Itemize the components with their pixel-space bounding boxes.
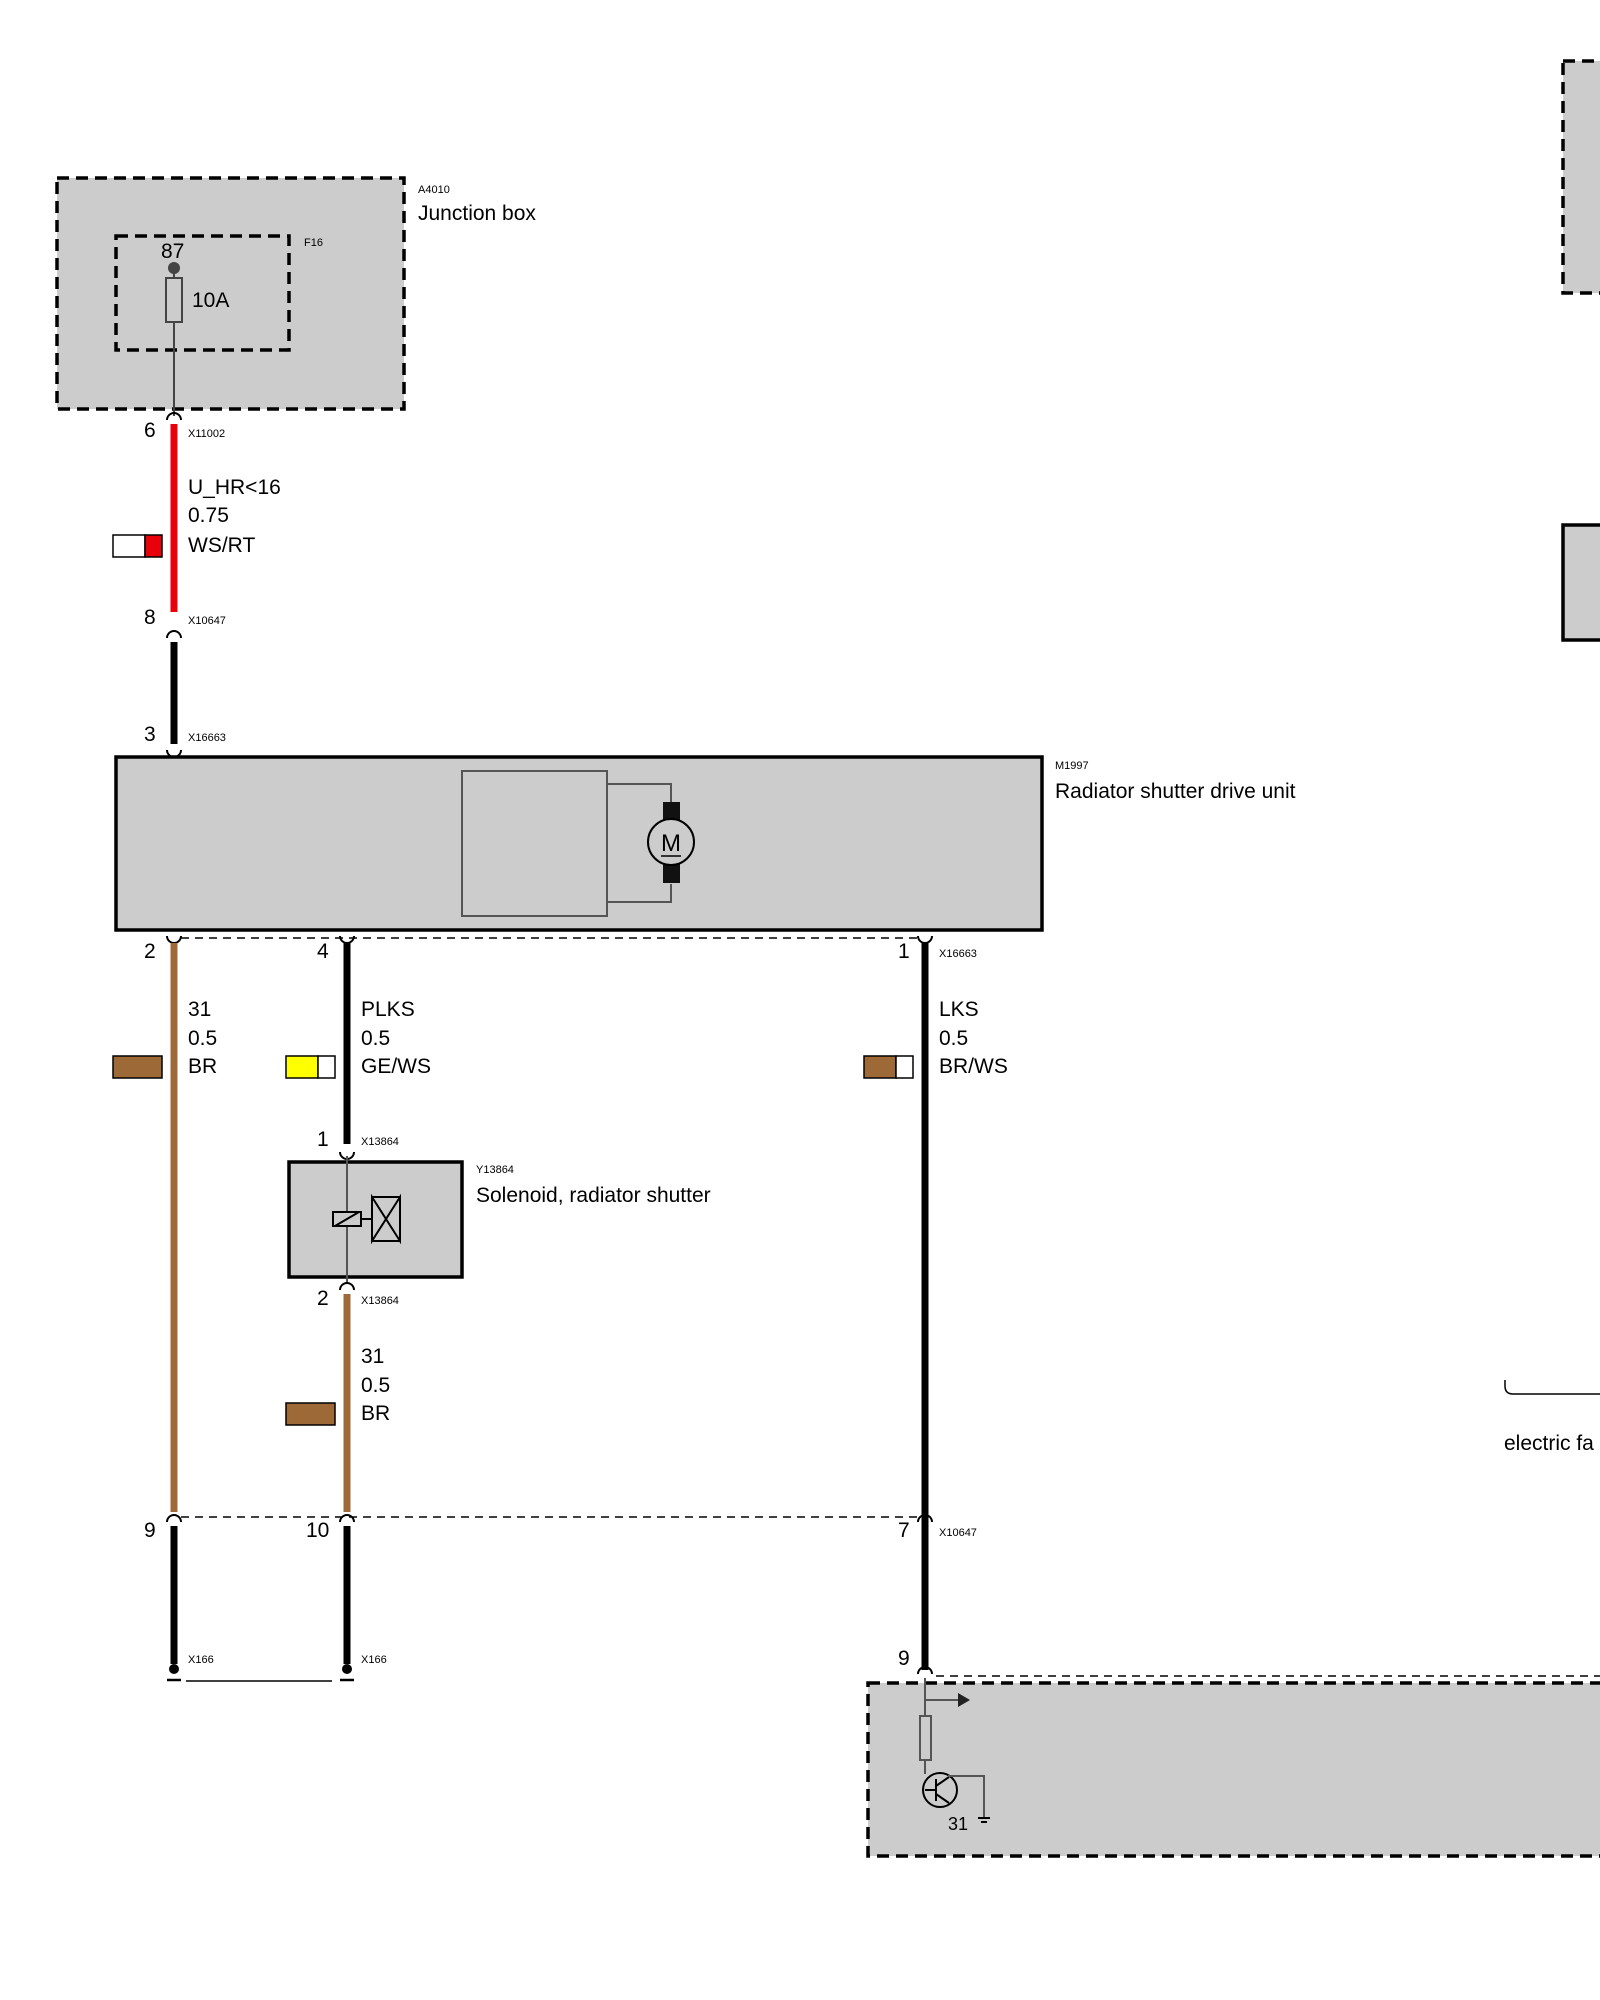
connector-cap — [166, 1514, 182, 1523]
connector-id: X13864 — [361, 1295, 399, 1307]
wire-gauge: 0.5 — [361, 1027, 390, 1050]
wire-gauge: 0.75 — [188, 504, 229, 527]
drive-unit-name: Radiator shutter drive unit — [1055, 780, 1296, 803]
connector-cap — [917, 1514, 933, 1523]
connector-cap — [166, 412, 182, 421]
wire-signal: LKS — [939, 998, 979, 1021]
connector-id: X166 — [188, 1654, 214, 1666]
junction-box-id: A4010 — [418, 184, 450, 196]
wire-gauge: 0.5 — [188, 1027, 217, 1050]
fuse-id: F16 — [304, 237, 323, 249]
connector-cap — [339, 1282, 355, 1291]
connector-cap — [917, 935, 933, 944]
motor-lead-bottom — [607, 884, 672, 903]
pin-number: 7 — [898, 1519, 910, 1542]
splice-dot — [169, 1664, 179, 1674]
wire-signal: 31 — [361, 1345, 384, 1368]
motor-lead-top — [607, 783, 672, 804]
wire-signal: U_HR<16 — [188, 476, 281, 499]
offpage-box-middle — [1561, 523, 1600, 642]
pin-number: 3 — [144, 723, 156, 746]
wire-gauge: 0.5 — [939, 1027, 968, 1050]
wire-color-code: BR/WS — [939, 1055, 1008, 1078]
pin-number: 10 — [306, 1519, 329, 1542]
connector-cap — [339, 1514, 355, 1523]
pin-number: 9 — [898, 1647, 910, 1670]
fuse-rating: 10A — [192, 289, 229, 312]
solenoid-id: Y13864 — [476, 1164, 514, 1176]
pin-number: 6 — [144, 419, 156, 442]
solenoid-box — [287, 1160, 464, 1279]
wire-color-swatch — [863, 1055, 914, 1079]
drive-unit-electronics — [461, 770, 608, 917]
solenoid-valve-icon — [332, 1193, 401, 1245]
connector-id: X10647 — [939, 1527, 977, 1539]
connector-id: X10647 — [188, 615, 226, 627]
wire-color-code: BR — [361, 1402, 390, 1425]
motor-brush-bottom — [663, 861, 680, 883]
pin-number: 1 — [898, 940, 910, 963]
pin-number: 1 — [317, 1128, 329, 1151]
wire-color-swatch — [285, 1402, 336, 1426]
wire-color-code: BR — [188, 1055, 217, 1078]
pin-number: 8 — [144, 606, 156, 629]
connector-id: X16663 — [188, 732, 226, 744]
pin-number: 9 — [144, 1519, 156, 1542]
fuse-terminal: 87 — [161, 240, 184, 263]
motor-icon — [647, 818, 695, 866]
wire-signal: PLKS — [361, 998, 415, 1021]
pin-number: 4 — [317, 940, 329, 963]
junction-box-name: Junction box — [418, 202, 536, 225]
wire-color-swatch — [112, 534, 163, 558]
wire-color-swatch — [112, 1055, 163, 1079]
offpage-label: electric fa — [1504, 1432, 1594, 1455]
control-unit-box — [866, 1681, 1600, 1858]
ground-label: 31 — [948, 1814, 968, 1834]
splice-dot — [342, 1664, 352, 1674]
transistor-output-icon — [919, 1678, 990, 1823]
drive-unit-id: M1997 — [1055, 760, 1089, 772]
offpage-box-top — [1561, 59, 1600, 295]
wire-signal: 31 — [188, 998, 211, 1021]
wire-gauge: 0.5 — [361, 1374, 390, 1397]
connector-id: X16663 — [939, 948, 977, 960]
connector-cap — [166, 935, 182, 944]
connector-id: X11002 — [188, 428, 225, 440]
wire-color-swatch — [285, 1055, 336, 1079]
solenoid-name: Solenoid, radiator shutter — [476, 1184, 711, 1207]
wire-color-code: GE/WS — [361, 1055, 431, 1078]
wire-color-code: WS/RT — [188, 534, 255, 557]
connector-cap — [166, 630, 182, 639]
connector-cap — [339, 935, 355, 944]
pin-number: 2 — [144, 940, 156, 963]
motor-symbol: M — [661, 830, 681, 857]
connector-id: X13864 — [361, 1136, 399, 1148]
connector-id: X166 — [361, 1654, 387, 1666]
connector-cap — [917, 1666, 933, 1675]
offpage-bracket — [1504, 1380, 1600, 1395]
fuse-box-f16 — [114, 234, 291, 352]
pin-number: 2 — [317, 1287, 329, 1310]
